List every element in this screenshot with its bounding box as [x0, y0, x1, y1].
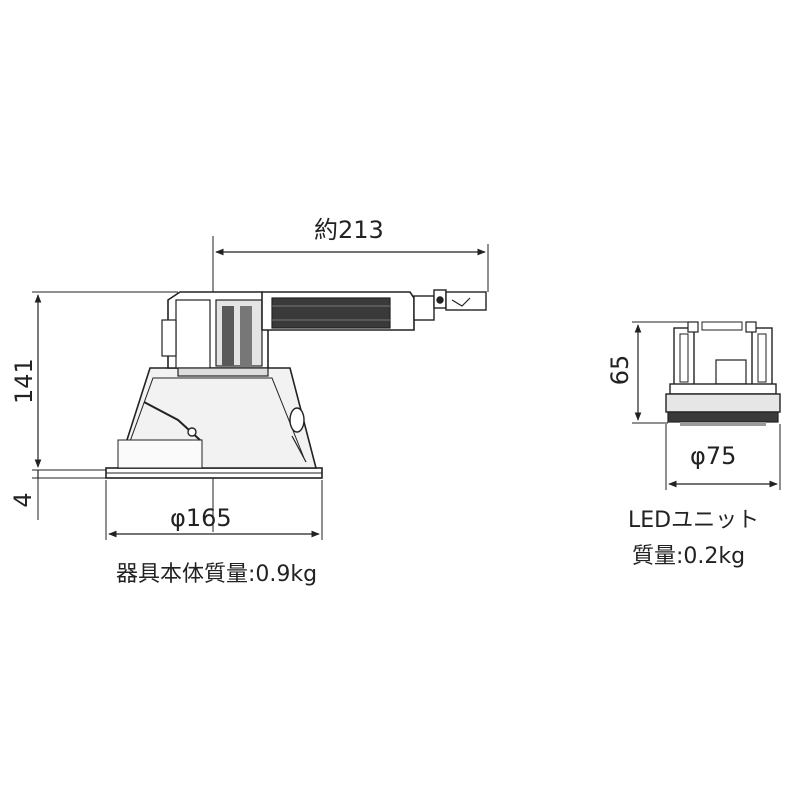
mounting-clip — [289, 407, 305, 433]
flange-label: 4 — [9, 492, 37, 508]
heatsink-fin — [222, 306, 234, 366]
side-bracket — [161, 319, 177, 357]
fixture-drawing — [32, 236, 489, 540]
led-body-upper — [669, 383, 777, 395]
fixture-weight-label: 器具本体質量:0.9kg — [116, 562, 318, 587]
led-pin-left-inner — [679, 333, 689, 383]
led-weight-label: 質量:0.2kg — [632, 544, 746, 569]
reflector-inner-right — [213, 377, 305, 459]
led-diameter-label: φ75 — [690, 442, 737, 470]
connector-wire — [451, 297, 471, 307]
reflector-inner-left — [123, 377, 213, 459]
clip-arm — [291, 435, 307, 463]
housing-left-panel — [175, 299, 211, 369]
led-pin-left-cap — [687, 321, 699, 333]
led-unit-name-label: LEDユニット — [628, 508, 760, 533]
led-pin-right-cap — [745, 321, 757, 333]
terminal-screw-head — [436, 296, 444, 304]
spring-pivot — [187, 427, 197, 437]
led-pin-right-inner — [757, 333, 767, 383]
led-top-rim — [701, 321, 743, 331]
heatsink-fin — [240, 306, 252, 366]
led-unit-drawing — [632, 321, 781, 490]
housing-base — [177, 367, 269, 377]
height-label: 141 — [10, 358, 38, 404]
terminal-block — [413, 295, 435, 321]
diameter-label: φ165 — [170, 504, 232, 532]
led-height-label: 65 — [606, 354, 634, 386]
cable-connector — [445, 291, 487, 311]
power-unit-body — [271, 297, 391, 329]
led-body-lower — [665, 393, 781, 413]
reflector-lower-panel — [117, 439, 203, 469]
led-center-tab — [715, 359, 747, 385]
led-lens-rim — [667, 411, 779, 423]
led-lens — [680, 422, 766, 426]
width-label: 約213 — [314, 216, 384, 244]
